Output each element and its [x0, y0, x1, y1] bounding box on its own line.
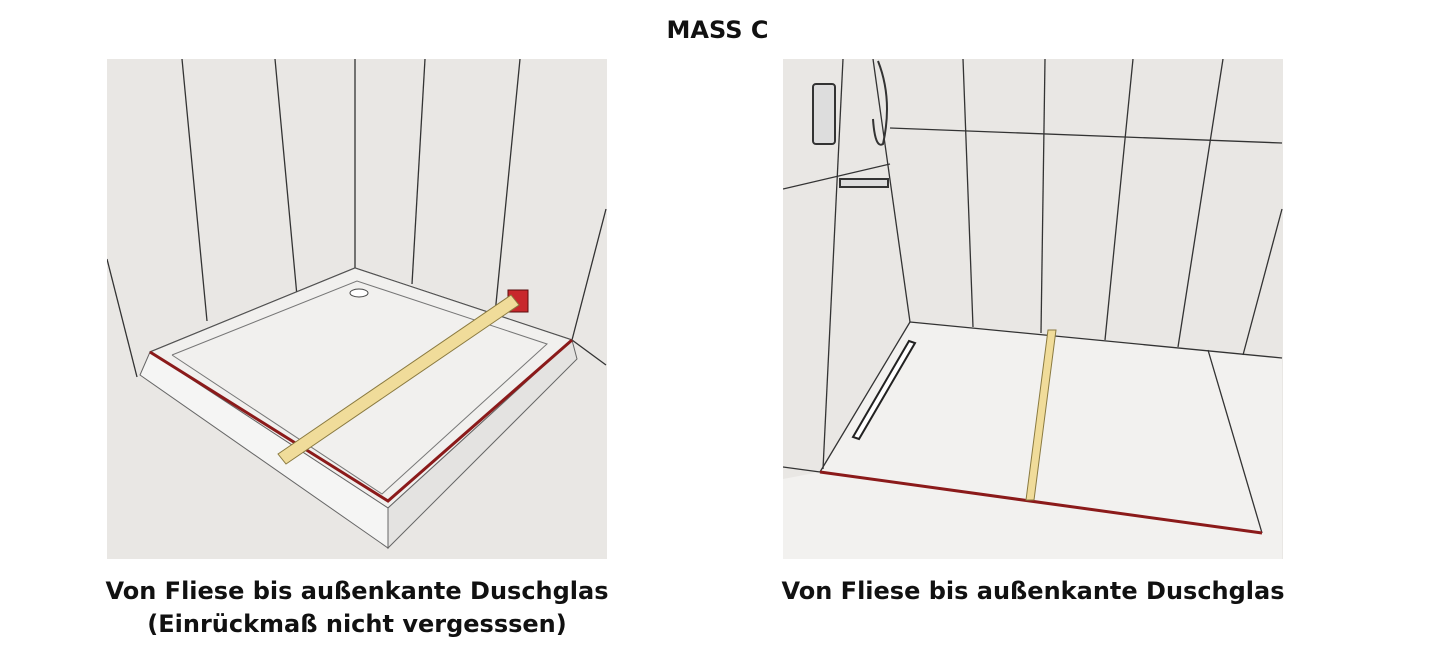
left-caption-line2: (Einrückmaß nicht vergesssen): [147, 610, 567, 638]
page-title: MASS C: [666, 16, 769, 44]
left-caption: Von Fliese bis außenkante Duschglas (Ein…: [47, 575, 667, 641]
shower-tray-illustration: [106, 58, 607, 559]
left-caption-line1: Von Fliese bis außenkante Duschglas: [105, 577, 609, 605]
walk-in-shower-illustration: [782, 58, 1283, 559]
right-caption: Von Fliese bis außenkante Duschglas: [781, 577, 1285, 605]
